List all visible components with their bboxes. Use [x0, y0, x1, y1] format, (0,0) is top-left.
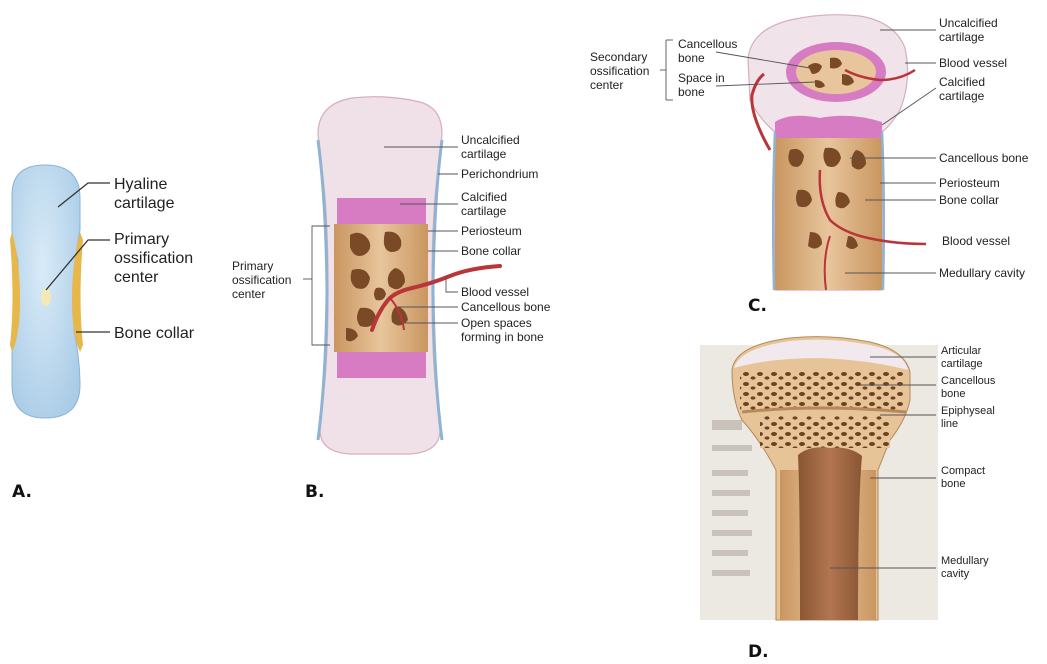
cancellous-bone-d [740, 370, 904, 410]
calcified-cartilage-bottom [337, 348, 426, 378]
label-primary-ossification-center-b: Primary ossification center [232, 259, 291, 301]
label-line: cartilage [461, 204, 507, 218]
label-medullary-cavity-c: Medullary cavity [939, 266, 1025, 280]
label-bone-collar-c: Bone collar [939, 193, 999, 207]
calcified-cartilage-top [337, 198, 426, 228]
medullary-cavity-d [798, 447, 862, 620]
label-cancellous-bone-b: Cancellous bone [461, 300, 550, 314]
panel-a-illustration [10, 165, 83, 418]
label-medullary-cavity-d: Medullary cavity [941, 555, 989, 581]
secondary-ossification-bone [796, 50, 876, 94]
label-line: Open spaces [461, 316, 544, 330]
label-articular-cartilage: Articular cartilage [941, 345, 983, 371]
label-line: ossification [114, 249, 193, 268]
panel-letter-b: B. [305, 482, 324, 502]
label-bone-collar-b: Bone collar [461, 244, 521, 258]
label-blood-vessel-c: Blood vessel [942, 234, 1010, 248]
label-line: Calcified [939, 75, 985, 89]
label-line: forming in bone [461, 330, 544, 344]
label-line: Uncalcified [939, 16, 998, 30]
label-line: Cancellous [678, 37, 737, 51]
label-line: center [114, 268, 193, 287]
label-periosteum-b: Periosteum [461, 224, 522, 238]
label-line: bone [678, 85, 725, 99]
label-line: Medullary [941, 555, 989, 568]
label-perichondrium: Perichondrium [461, 167, 538, 181]
label-blood-vessel-c-top: Blood vessel [939, 56, 1007, 70]
label-line: ossification [232, 273, 291, 287]
label-line: Primary [114, 230, 193, 249]
label-primary-ossification-center: Primary ossification center [114, 230, 193, 287]
panel-letter-c: C. [748, 296, 767, 316]
panel-c-illustration [748, 15, 926, 290]
label-line: Articular [941, 345, 983, 358]
label-line: line [941, 418, 995, 431]
label-secondary-ossification-center: Secondary ossification center [590, 50, 649, 92]
label-line: Uncalcified [461, 133, 520, 147]
label-open-spaces: Open spaces forming in bone [461, 316, 544, 344]
primary-ossification-spot [41, 288, 51, 306]
cancellous-bone-lower-d [760, 416, 890, 448]
label-cancellous-bone-c-inner: Cancellous bone [678, 37, 737, 65]
label-space-in-bone: Space in bone [678, 71, 725, 99]
label-line: Calcified [461, 190, 507, 204]
label-line: bone [678, 51, 737, 65]
label-line: center [232, 287, 291, 301]
label-line: bone [941, 478, 985, 491]
label-line: center [590, 78, 649, 92]
calcified-cartilage-c [775, 116, 882, 140]
label-compact-bone: Compact bone [941, 465, 985, 491]
label-bone-collar-a: Bone collar [114, 324, 194, 343]
panel-letter-d: D. [748, 642, 769, 662]
label-line: Primary [232, 259, 291, 273]
label-cancellous-bone-d: Cancellous bone [941, 375, 995, 401]
label-calcified-cartilage-b: Calcified cartilage [461, 190, 507, 218]
label-epiphyseal-line: Epiphyseal line [941, 405, 995, 431]
label-calcified-cartilage-c: Calcified cartilage [939, 75, 985, 103]
label-line: cartilage [939, 30, 998, 44]
label-cancellous-bone-c: Cancellous bone [939, 151, 1028, 165]
label-line: cartilage [461, 147, 520, 161]
label-line: Space in [678, 71, 725, 85]
label-line: Epiphyseal [941, 405, 995, 418]
label-line: Secondary [590, 50, 649, 64]
label-blood-vessel-b: Blood vessel [461, 285, 529, 299]
label-uncalcified-cartilage-b: Uncalcified cartilage [461, 133, 520, 161]
label-line: cartilage [939, 89, 985, 103]
label-line: cartilage [114, 194, 174, 213]
label-line: Cancellous [941, 375, 995, 388]
label-line: Hyaline [114, 175, 174, 194]
label-line: ossification [590, 64, 649, 78]
label-periosteum-c: Periosteum [939, 176, 1000, 190]
label-line: cavity [941, 568, 989, 581]
label-hyaline-cartilage: Hyaline cartilage [114, 175, 174, 213]
label-uncalcified-cartilage-c: Uncalcified cartilage [939, 16, 998, 44]
label-line: bone [941, 388, 995, 401]
label-line: cartilage [941, 358, 983, 371]
label-line: Compact [941, 465, 985, 478]
panel-letter-a: A. [12, 482, 32, 502]
